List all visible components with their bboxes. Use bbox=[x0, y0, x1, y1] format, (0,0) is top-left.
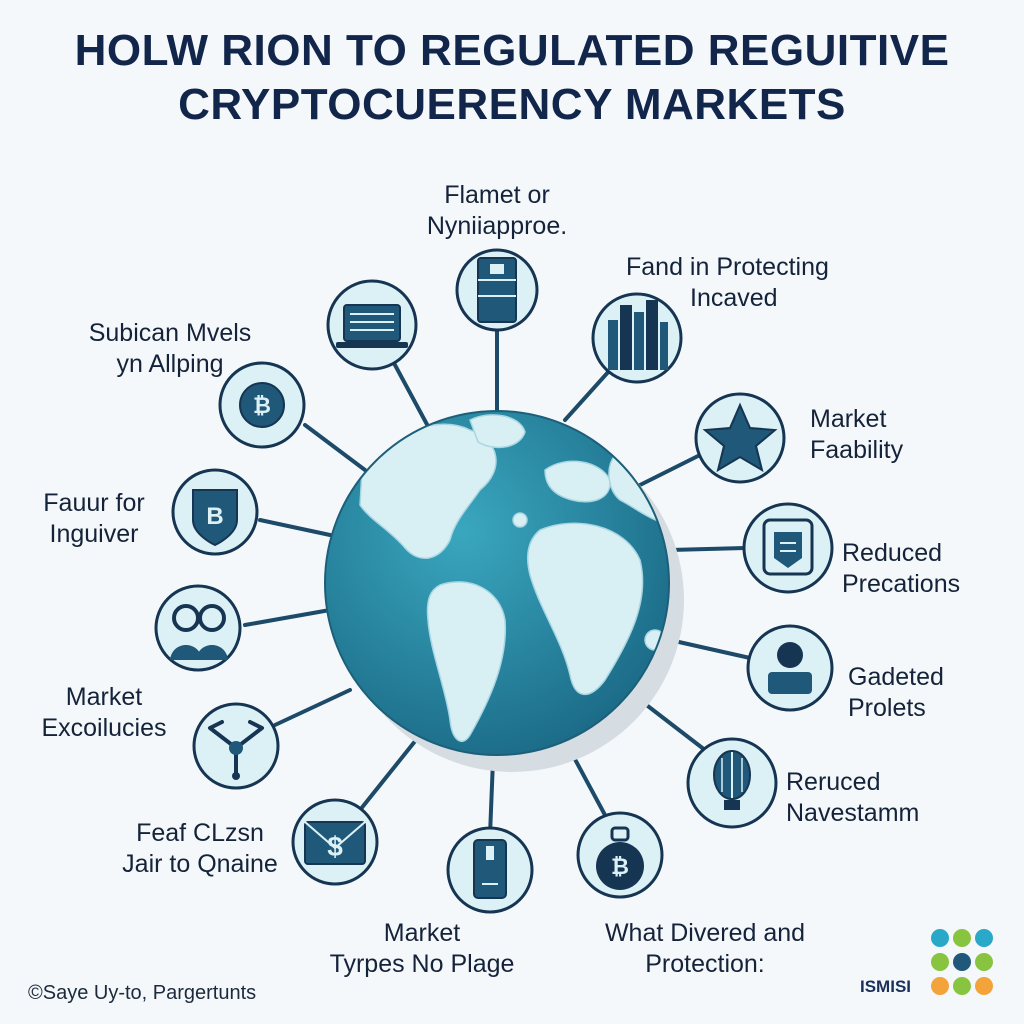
bitcoin-bag-icon: ₿ bbox=[576, 811, 664, 899]
title-line-2: CRYPTOCUERENCY MARKETS bbox=[178, 80, 846, 129]
connector-lines bbox=[243, 328, 752, 837]
users-group-icon bbox=[154, 584, 242, 672]
svg-text:B: B bbox=[206, 503, 223, 530]
star-icon bbox=[694, 392, 786, 484]
bitcoin-coin-icon: ₿ bbox=[218, 361, 306, 449]
brand-name: ISMISI bbox=[860, 977, 912, 996]
bitcoin-shield-icon: B bbox=[171, 468, 259, 556]
svg-text:₿: ₿ bbox=[253, 393, 271, 418]
lightbulb-icon bbox=[686, 737, 778, 829]
icon-nodes: ₿ $ bbox=[154, 248, 834, 914]
shield-document-icon bbox=[742, 502, 834, 594]
network-nodes-icon bbox=[192, 702, 280, 790]
svg-text:$: $ bbox=[327, 831, 343, 862]
laptop-icon bbox=[326, 279, 418, 371]
footer-credit: ©Saye Uy-to, Pargertunts bbox=[28, 982, 257, 1004]
svg-text:₿: ₿ bbox=[611, 854, 629, 879]
user-avatar-icon bbox=[746, 624, 834, 712]
colorful-logo-icon bbox=[931, 929, 993, 995]
dollar-envelope-icon: $ bbox=[291, 798, 379, 886]
globe bbox=[324, 410, 684, 772]
title-line-1: HOLW RION TO REGULATED REGUITIVE bbox=[74, 26, 950, 75]
ledger-block-icon bbox=[455, 248, 539, 332]
usb-key-icon bbox=[446, 826, 534, 914]
city-skyline-icon bbox=[591, 292, 683, 384]
